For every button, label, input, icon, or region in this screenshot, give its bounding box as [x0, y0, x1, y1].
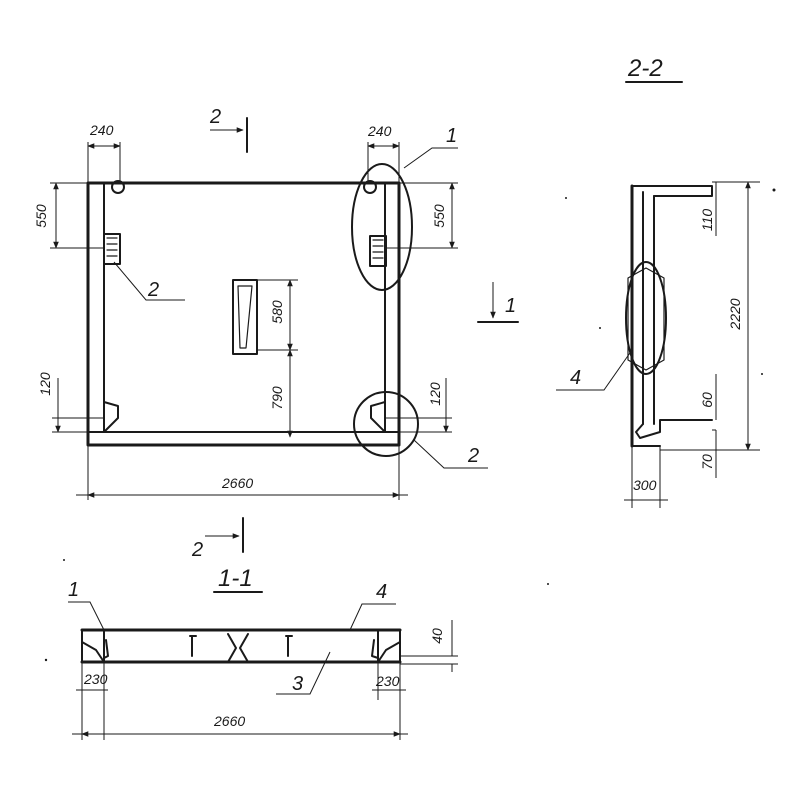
section-1-1-left-rib: [81, 629, 105, 663]
callout-circle-2: [353, 391, 419, 457]
dim-550-left: 550: [33, 204, 49, 228]
embedded-plate-left: [103, 233, 121, 265]
section-1-1-insert-1: [189, 635, 197, 657]
plan-outline: [86, 181, 401, 447]
lifting-hole-right: [363, 180, 377, 194]
dim-230-right: 230: [375, 673, 400, 689]
section-1-1-title: 1-1: [218, 565, 253, 592]
dim-40: 40: [429, 628, 445, 644]
dim-70: 70: [699, 454, 715, 470]
callout-ellipse-1: [351, 163, 413, 291]
central-opening: [232, 279, 258, 355]
section-mark-1-right: 1: [477, 282, 519, 323]
dim-120-right: 120: [427, 382, 443, 406]
left-corner-chamfer: [103, 401, 119, 433]
dim-2660-plan: 2660: [221, 475, 253, 491]
callout-1-plan: 1: [446, 125, 457, 147]
callout-2-left: 2: [147, 279, 159, 301]
section-2-2: 2-2 110 2220 60 70 300 4: [556, 55, 760, 508]
dim-60: 60: [699, 392, 715, 408]
dim-120-left: 120: [37, 372, 53, 396]
dim-790: 790: [269, 386, 285, 410]
right-corner-chamfer: [370, 401, 386, 433]
dim-550-right: 550: [431, 204, 447, 228]
section-1-1-right-rib: [377, 629, 401, 663]
callout-1-section: 1: [68, 579, 79, 601]
lifting-hole-left: [111, 180, 125, 194]
dim-240-top-left: 240: [89, 122, 114, 138]
section-2-2-bottom-detail: [635, 419, 713, 439]
dim-2220: 2220: [727, 298, 743, 330]
section-mark-2-bottom: 2: [191, 517, 244, 561]
callout-4-section: 4: [570, 367, 581, 389]
scan-specks: [44, 188, 776, 662]
plan-view: 240 240 550 550 580 790 120: [33, 106, 519, 561]
section-2-2-ellipse: [625, 261, 667, 375]
dim-580: 580: [269, 300, 285, 324]
dim-300: 300: [633, 477, 657, 493]
dim-240-top-right: 240: [367, 123, 392, 139]
callout-4-section-1-1: 4: [376, 581, 387, 603]
svg-text:2: 2: [191, 539, 203, 561]
section-2-2-title: 2-2: [627, 55, 663, 82]
svg-text:2: 2: [209, 106, 221, 128]
section-1-1-insert-2: [285, 635, 293, 657]
embedded-plate-right: [369, 235, 387, 267]
section-1-1-opening: [227, 633, 249, 663]
section-1-1: 1-1 40 230 230 2660: [68, 565, 458, 740]
section-mark-2-top: 2: [209, 106, 248, 153]
dim-110: 110: [699, 209, 715, 232]
dim-2660-section: 2660: [213, 713, 245, 729]
svg-text:1: 1: [505, 295, 516, 317]
dim-230-left: 230: [83, 671, 108, 687]
callout-2-right: 2: [467, 445, 479, 467]
callout-3-section: 3: [292, 673, 303, 695]
